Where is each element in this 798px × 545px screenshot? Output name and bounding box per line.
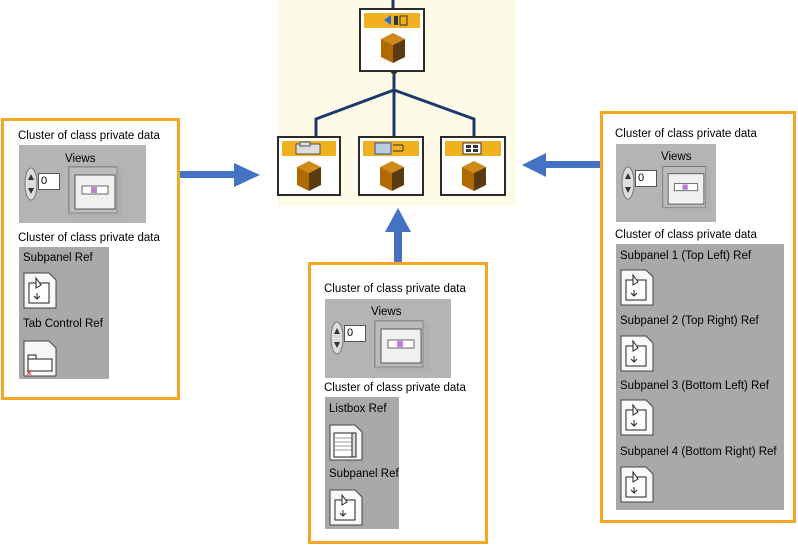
- subpanel-ref-icon: [23, 272, 57, 309]
- child-class-listbox-icon[interactable]: [358, 136, 424, 196]
- views-cluster: Views 0: [616, 144, 716, 222]
- increment-decrement-icon[interactable]: [330, 321, 344, 355]
- views-index-field[interactable]: 0: [344, 325, 366, 342]
- refs-cluster: Subpanel 1 (Top Left) Ref Subpanel 2 (To…: [616, 244, 784, 510]
- subpanel-ref-icon: [620, 335, 654, 372]
- cluster-caption: Cluster of class private data: [324, 382, 466, 394]
- ref-label: Subpanel 1 (Top Left) Ref: [620, 250, 752, 262]
- views-array-icon: [374, 320, 429, 371]
- cluster-caption: Cluster of class private data: [18, 232, 160, 244]
- views-label: Views: [65, 153, 96, 165]
- left-arrow: [178, 163, 260, 187]
- left-class-data-panel: Cluster of class private data Views 0 Cl…: [1, 118, 180, 400]
- child-class-grid-icon[interactable]: [440, 136, 506, 196]
- subpanel-ref-icon: [620, 466, 654, 503]
- subpanel-ref-icon: [329, 489, 363, 526]
- center-class-data-panel: Cluster of class private data Views 0 Cl…: [308, 262, 488, 544]
- increment-decrement-icon[interactable]: [24, 167, 38, 201]
- class-banner: [364, 13, 420, 28]
- cluster-caption: Cluster of class private data: [615, 229, 757, 241]
- views-array-icon: [662, 166, 711, 212]
- cluster-caption: Cluster of class private data: [615, 128, 757, 140]
- views-label: Views: [371, 306, 402, 318]
- views-index-field[interactable]: 0: [38, 173, 60, 190]
- views-index-field[interactable]: 0: [635, 170, 657, 187]
- tab-control-ref-icon: [23, 340, 57, 377]
- class-hierarchy: [277, 0, 516, 206]
- ref-label: Subpanel 4 (Bottom Right) Ref: [620, 446, 777, 458]
- refs-cluster: Subpanel Ref Tab Control Ref: [19, 247, 109, 379]
- class-cube-icon: [462, 161, 486, 191]
- subpanel-ref-icon: [620, 399, 654, 436]
- parent-class-icon[interactable]: [359, 8, 425, 72]
- right-class-data-panel: Cluster of class private data Views 0 Cl…: [600, 111, 796, 523]
- class-banner: [363, 141, 419, 156]
- ref-label: Subpanel Ref: [329, 468, 399, 480]
- listbox-ref-icon: [329, 424, 363, 461]
- views-array-icon: [68, 166, 123, 217]
- child-class-tab-icon[interactable]: [277, 136, 341, 196]
- views-cluster: Views 0: [325, 299, 451, 378]
- class-banner: [282, 141, 336, 156]
- class-cube-icon: [297, 161, 321, 191]
- views-cluster: Views 0: [19, 145, 146, 223]
- class-banner: [445, 141, 501, 156]
- increment-decrement-icon[interactable]: [621, 166, 635, 200]
- ref-label: Tab Control Ref: [23, 318, 103, 330]
- ref-label: Listbox Ref: [329, 403, 387, 415]
- cluster-caption: Cluster of class private data: [324, 283, 466, 295]
- class-cube-icon: [380, 161, 404, 191]
- views-label: Views: [661, 151, 692, 163]
- class-cube-icon: [381, 33, 405, 63]
- ref-label: Subpanel 3 (Bottom Left) Ref: [620, 380, 769, 392]
- ref-label: Subpanel Ref: [23, 252, 93, 264]
- ref-label: Subpanel 2 (Top Right) Ref: [620, 315, 759, 327]
- cluster-caption: Cluster of class private data: [18, 130, 160, 142]
- subpanel-ref-icon: [620, 269, 654, 306]
- right-arrow: [522, 153, 602, 177]
- refs-cluster: Listbox Ref Subpanel Ref: [325, 397, 399, 529]
- up-arrow: [385, 208, 411, 264]
